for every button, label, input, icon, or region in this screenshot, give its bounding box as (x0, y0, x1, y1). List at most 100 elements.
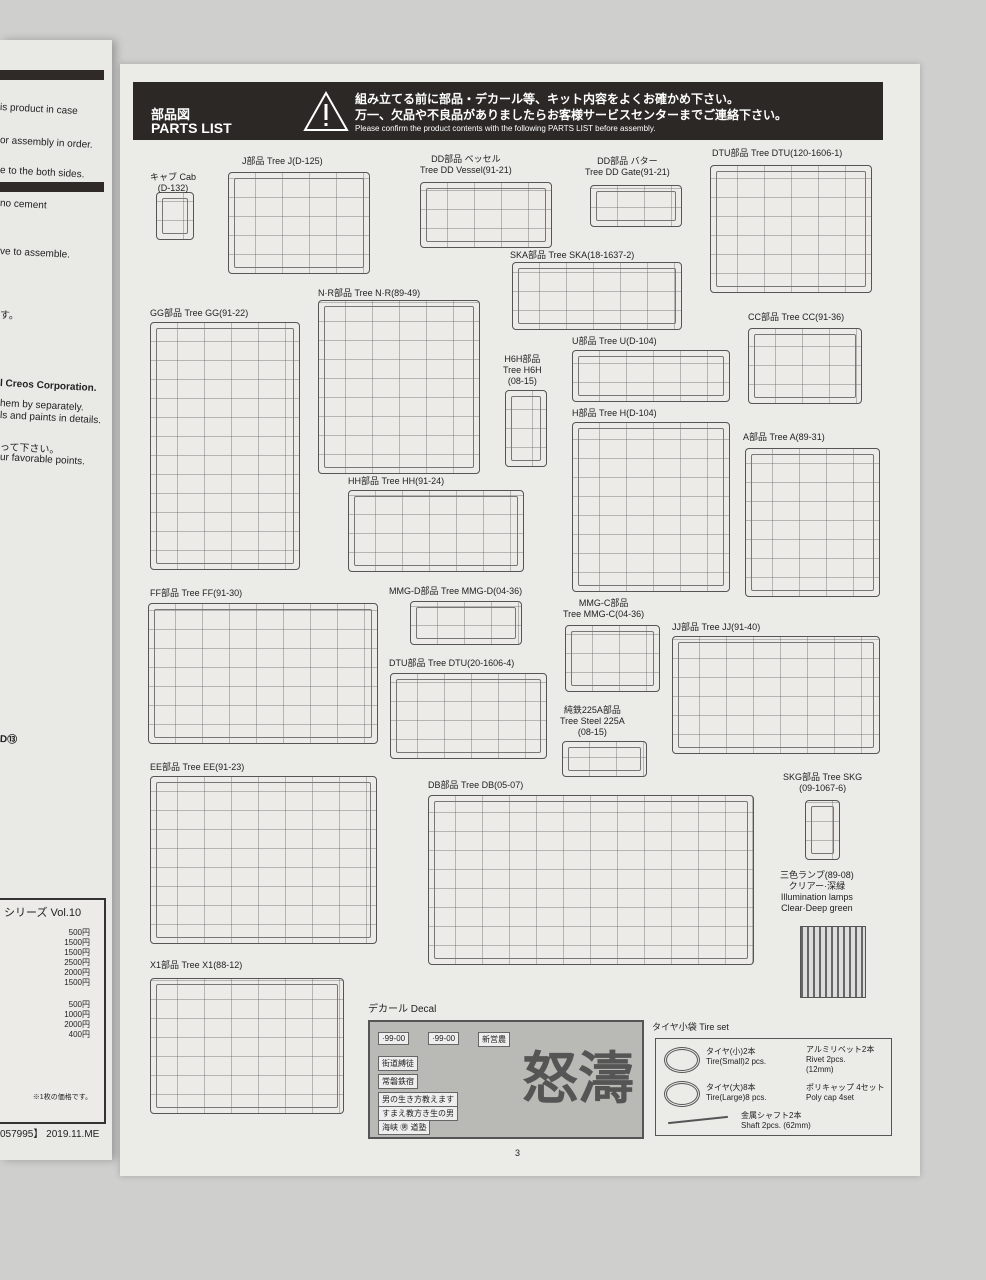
tree-label-h: H部品 Tree H(D-104) (572, 408, 657, 419)
sprue-mmgd (410, 601, 522, 645)
text: l Creos Corporation. (0, 378, 97, 395)
sprue-db (428, 795, 754, 965)
sprue-h (572, 422, 730, 592)
tree-label-skg: SKG部品 Tree SKG(09-1067-6) (783, 772, 862, 794)
shaft-jp: 金属シャフト2本 (741, 1111, 802, 1120)
price-item: 500円 (68, 1000, 90, 1009)
tire-small-en: Tire(Small)2 pcs. (706, 1057, 767, 1066)
shaft-en: Shaft 2pcs. (62mm) (741, 1121, 811, 1130)
illumination-lamps (800, 926, 866, 998)
decal-label: デカール Decal (368, 1004, 437, 1015)
sprue-mmgc (565, 625, 660, 692)
shaft-icon (668, 1115, 728, 1125)
price-item: 2000円 (64, 968, 90, 977)
polycap-jp: ポリキャップ 4セット (806, 1083, 885, 1092)
label-line: N·R部品 Tree N·R(89-49) (318, 288, 421, 298)
text: no cement (0, 198, 47, 212)
label-line: U部品 Tree U(D-104) (572, 336, 657, 346)
label-line: DTU部品 Tree DTU(20-1606-4) (389, 658, 515, 668)
price-item: 400円 (68, 1030, 90, 1039)
label-line: Tree Steel 225A (560, 716, 625, 726)
tree-label-a: A部品 Tree A(89-31) (743, 432, 825, 443)
step-marker: D⑬ (0, 734, 18, 746)
price-item: 500円 (68, 928, 90, 937)
text: e to the both sides. (0, 165, 85, 181)
label-line: CC部品 Tree CC(91-36) (748, 312, 845, 322)
label-line: MMG-C部品 (578, 598, 629, 608)
label-line: SKG部品 Tree SKG (783, 772, 863, 782)
tree-label-cab: キャブ Cab(D-132) (150, 172, 196, 194)
tire-small-jp: タイヤ(小)2本 (706, 1047, 756, 1056)
notice-jp-2: 万一、欠品や不良品がありましたらお客様サービスセンターまでご連絡下さい。 (355, 108, 788, 122)
header-banner: 部品図 PARTS LIST 組み立てる前に部品・デカール等、キット内容をよくお… (133, 82, 883, 140)
label-line: JJ部品 Tree JJ(91-40) (672, 622, 761, 632)
tree-label-db: DB部品 Tree DB(05-07) (428, 780, 523, 791)
label-line: DB部品 Tree DB(05-07) (428, 780, 524, 790)
divider (0, 182, 104, 192)
sprue-hh (348, 490, 524, 572)
tire-small-icon (664, 1047, 700, 1073)
sprue-j (228, 172, 370, 274)
sprue-nr (318, 300, 480, 474)
tire-set-label: タイヤ小袋 Tire set (652, 1022, 729, 1032)
title-jp: 部品図 (151, 107, 191, 122)
price-item: 2500円 (64, 958, 90, 967)
footer-code: 057995】 2019.11.ME (0, 1129, 100, 1140)
price-item: 1500円 (64, 948, 90, 957)
rivet-jp: アルミリベット2本 (806, 1045, 875, 1054)
sprue-jj (672, 636, 880, 754)
tree-label-ee: EE部品 Tree EE(91-23) (150, 762, 244, 773)
label-line: H部品 Tree H(D-104) (572, 408, 657, 418)
label-line: Tree MMG-C(04-36) (563, 609, 645, 619)
sprue-gg (150, 322, 300, 570)
tree-label-u: U部品 Tree U(D-104) (572, 336, 657, 347)
decal-plate: ·99-00 (378, 1032, 410, 1045)
series-title: シリーズ Vol.10 (4, 907, 82, 919)
sprue-h6h (505, 390, 547, 467)
label-line: 純鉄225A部品 (563, 705, 621, 715)
label-line: Clear·Deep green (781, 903, 853, 913)
label-line: Tree DD Gate(91-21) (585, 167, 670, 177)
sprue-steel (562, 741, 647, 777)
label-line: Illumination lamps (780, 892, 853, 902)
decal-text: 男の生き方教えます (378, 1092, 458, 1107)
label-line: HH部品 Tree HH(91-24) (348, 476, 445, 486)
parts-list-page: 部品図 PARTS LIST 組み立てる前に部品・デカール等、キット内容をよくお… (120, 64, 920, 1176)
sprue-u (572, 350, 730, 402)
sprue-dtu2 (390, 673, 547, 759)
price-item: 1500円 (64, 978, 90, 987)
rivet-en: Rivet 2pcs. (806, 1055, 846, 1064)
label-line: (08-15) (507, 376, 537, 386)
label-line: クリアー·深緑 (788, 881, 846, 891)
tree-label-cc: CC部品 Tree CC(91-36) (748, 312, 844, 323)
decal-plate: ·99-00 (428, 1032, 460, 1045)
tree-label-dtu1: DTU部品 Tree DTU(120-1606-1) (712, 148, 842, 159)
price-item: 2000円 (64, 1020, 90, 1029)
tree-label-dtu2: DTU部品 Tree DTU(20-1606-4) (389, 658, 514, 669)
decal-text: 街道縛徒 (378, 1056, 418, 1071)
sprue-ee (150, 776, 377, 944)
label-line: MMG-D部品 Tree MMG-D(04-36) (389, 586, 523, 596)
text: is product in case (0, 102, 79, 118)
label-line: X1部品 Tree X1(88-12) (150, 960, 243, 970)
text: ve to assemble. (0, 246, 71, 261)
sprue-x1 (150, 978, 344, 1114)
polycap-en: Poly cap 4set (806, 1093, 855, 1102)
tree-label-x1: X1部品 Tree X1(88-12) (150, 960, 242, 971)
sprue-dd_gate (590, 185, 682, 227)
label-line: H6H部品 (504, 354, 541, 364)
label-line: キャブ Cab (150, 172, 197, 182)
tire-large-icon (664, 1081, 700, 1107)
sprue-ff (148, 603, 378, 744)
sprue-a (745, 448, 880, 597)
sprue-dd_vessel (420, 182, 552, 248)
text: ls and paints in details. (0, 410, 102, 427)
label-line: DTU部品 Tree DTU(120-1606-1) (712, 148, 843, 158)
tire-large-en: Tire(Large)8 pcs. (706, 1093, 767, 1102)
